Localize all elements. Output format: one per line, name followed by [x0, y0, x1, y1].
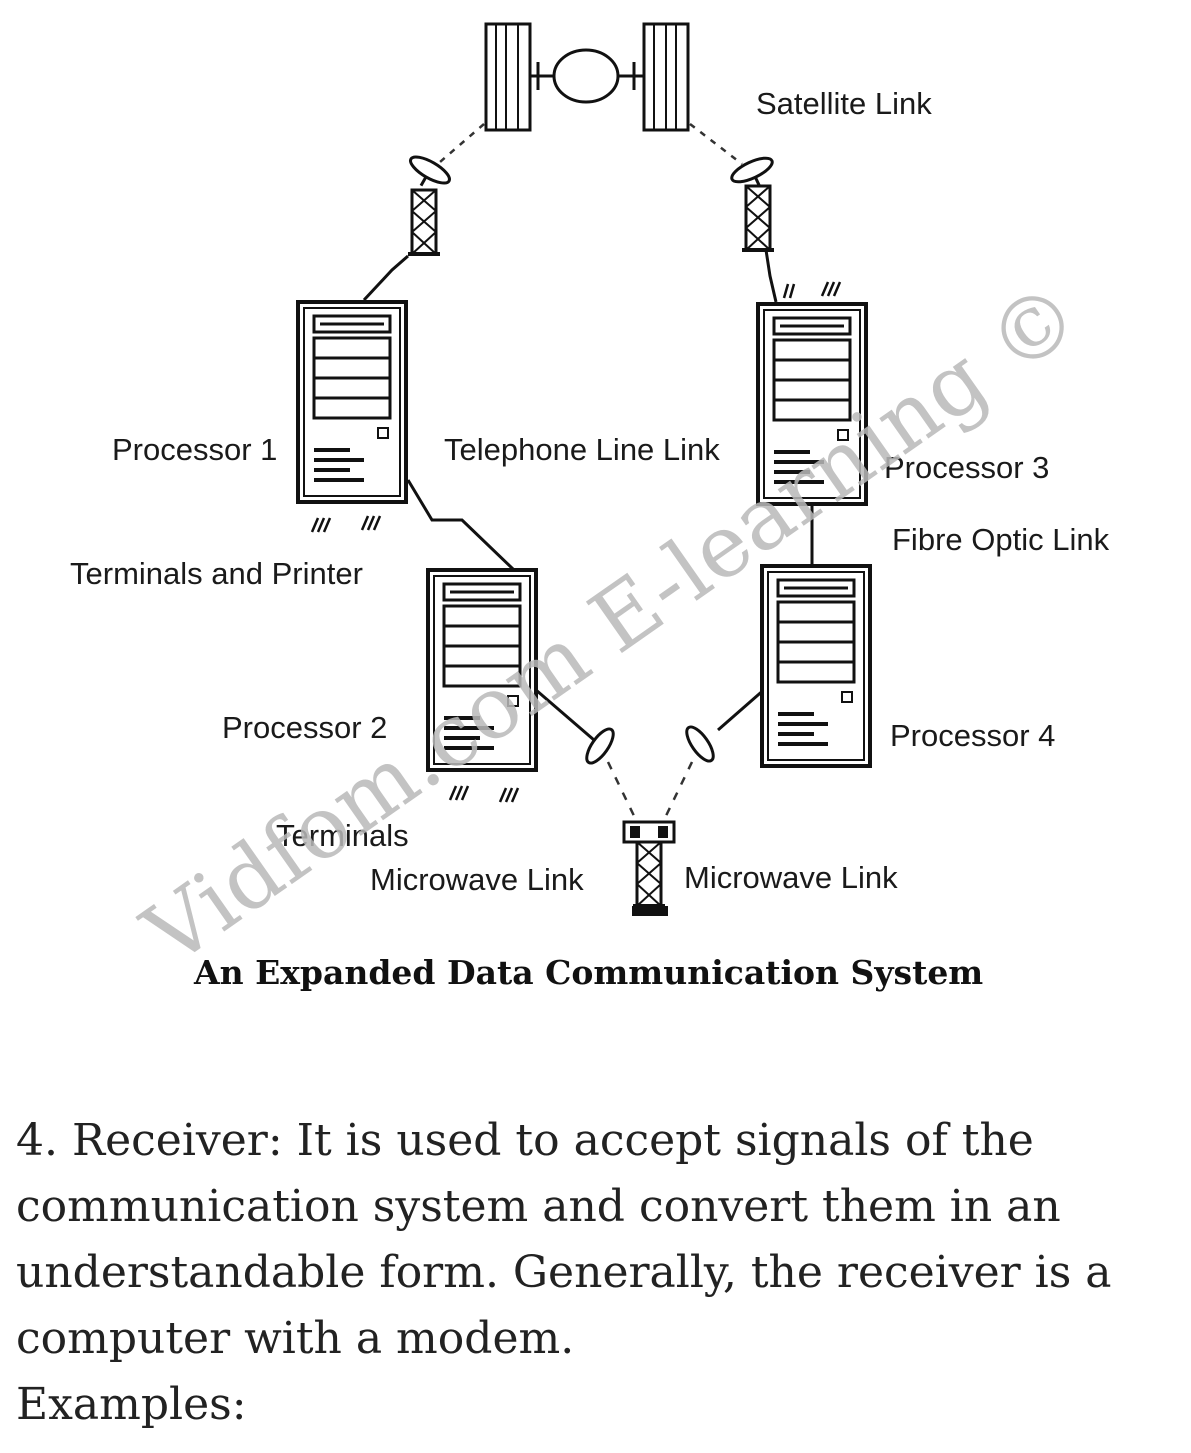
processor-4-label: Processor 4 [890, 718, 1055, 753]
connection-lines [362, 249, 814, 742]
satellite-icon [484, 22, 690, 132]
article-body: 4. Receiver: It is used to accept signal… [16, 1108, 1176, 1438]
receiver-paragraph: 4. Receiver: It is used to accept signal… [16, 1115, 1112, 1364]
processor-3-label: Processor 3 [884, 450, 1049, 485]
diagram-caption: An Expanded Data Communication System [193, 953, 983, 992]
microwave-link-left-label: Microwave Link [370, 862, 584, 897]
satellite-link-label: Satellite Link [756, 86, 932, 121]
data-communication-diagram: Satellite Link Processor 1 Telephone Lin… [70, 22, 1110, 992]
processor-2-label: Processor 2 [222, 710, 387, 745]
left-satellite-tower-icon [400, 150, 455, 256]
watermark: Vidfom.com E-learning © [126, 264, 1098, 986]
right-satellite-tower-icon [727, 151, 782, 252]
terminal-marks [310, 281, 842, 803]
processor-1-icon [296, 300, 408, 504]
microwave-tower-icon [622, 820, 676, 916]
microwave-dish-right-icon [685, 725, 715, 763]
satellite-signal-lines [439, 123, 743, 165]
examples-label: Examples: [16, 1379, 247, 1430]
processor-4-icon [760, 564, 872, 768]
microwave-link-right-label: Microwave Link [684, 860, 898, 895]
terminals-and-printer-label: Terminals and Printer [70, 556, 363, 591]
processor-1-label: Processor 1 [112, 432, 277, 467]
terminals-label: Terminals [276, 818, 409, 853]
microwave-signal-lines [606, 761, 694, 821]
telephone-line-link-label: Telephone Line Link [444, 432, 720, 467]
microwave-dish-left-icon [585, 727, 615, 765]
fibre-optic-link-label: Fibre Optic Link [892, 522, 1110, 557]
